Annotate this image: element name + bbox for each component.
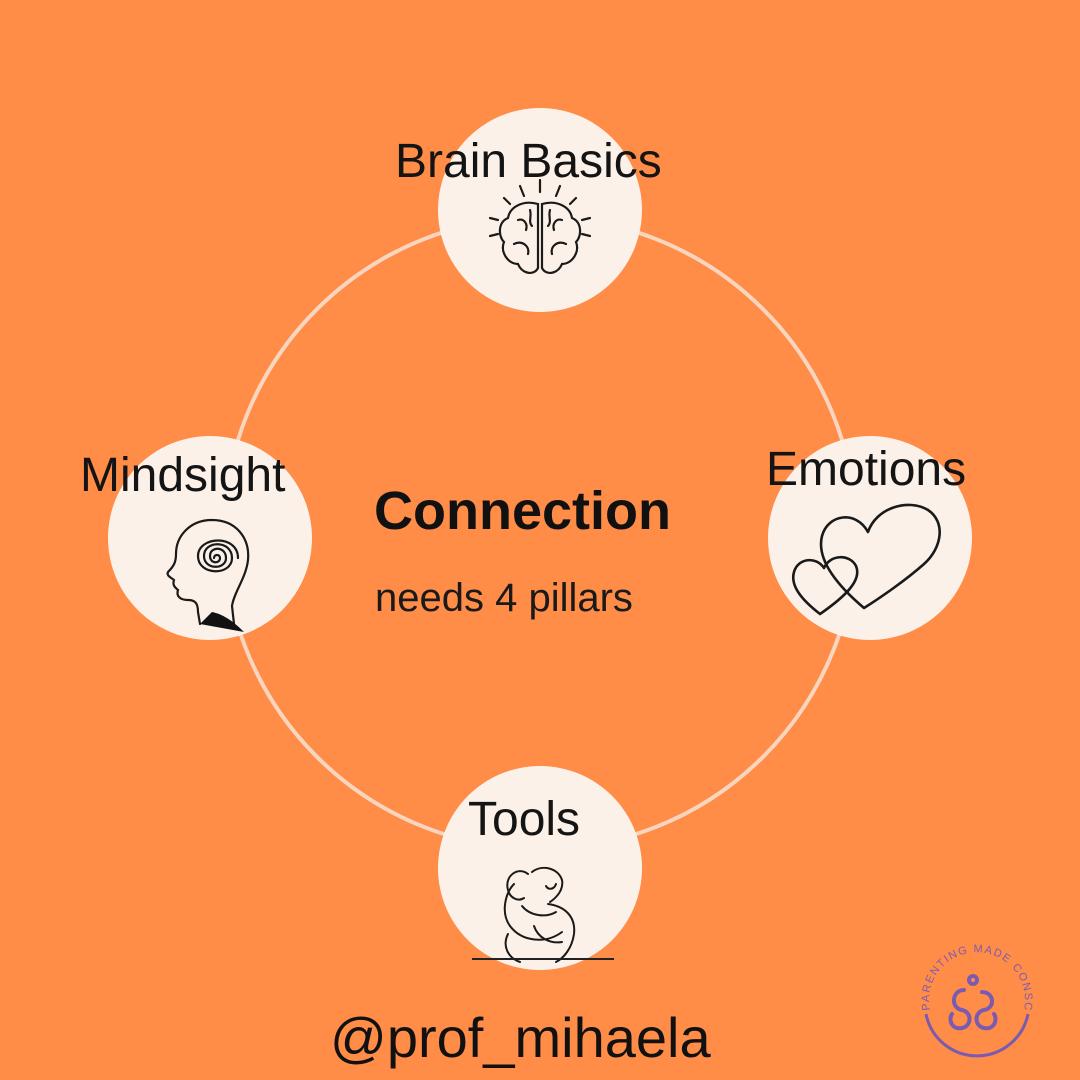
pillar-label-tools: Tools	[468, 793, 581, 846]
author-handle: @prof_mihaela	[330, 1006, 711, 1069]
node-tools	[438, 766, 642, 970]
node-emotions	[768, 436, 972, 640]
tools-underline	[472, 958, 614, 960]
hearts-icon	[791, 503, 941, 616]
pillar-label-mindsight: Mindsight	[80, 449, 286, 502]
pmc-logo-icon: PARENTING MADE CONSCIOUS	[912, 932, 1034, 1058]
embrace-icon	[503, 866, 576, 963]
center-subtitle: needs 4 pillars	[375, 576, 633, 620]
svg-text:PARENTING MADE CONSCIOUS: PARENTING MADE CONSCIOUS	[912, 932, 1034, 1012]
pillar-label-brain-basics: Brain Basics	[395, 135, 662, 188]
center-title: Connection	[374, 481, 671, 541]
head-spiral-icon	[166, 518, 250, 632]
brain-icon	[488, 178, 592, 274]
node-brain-basics	[438, 108, 642, 312]
node-mindsight	[108, 436, 312, 640]
pillar-label-emotions: Emotions	[766, 443, 967, 496]
